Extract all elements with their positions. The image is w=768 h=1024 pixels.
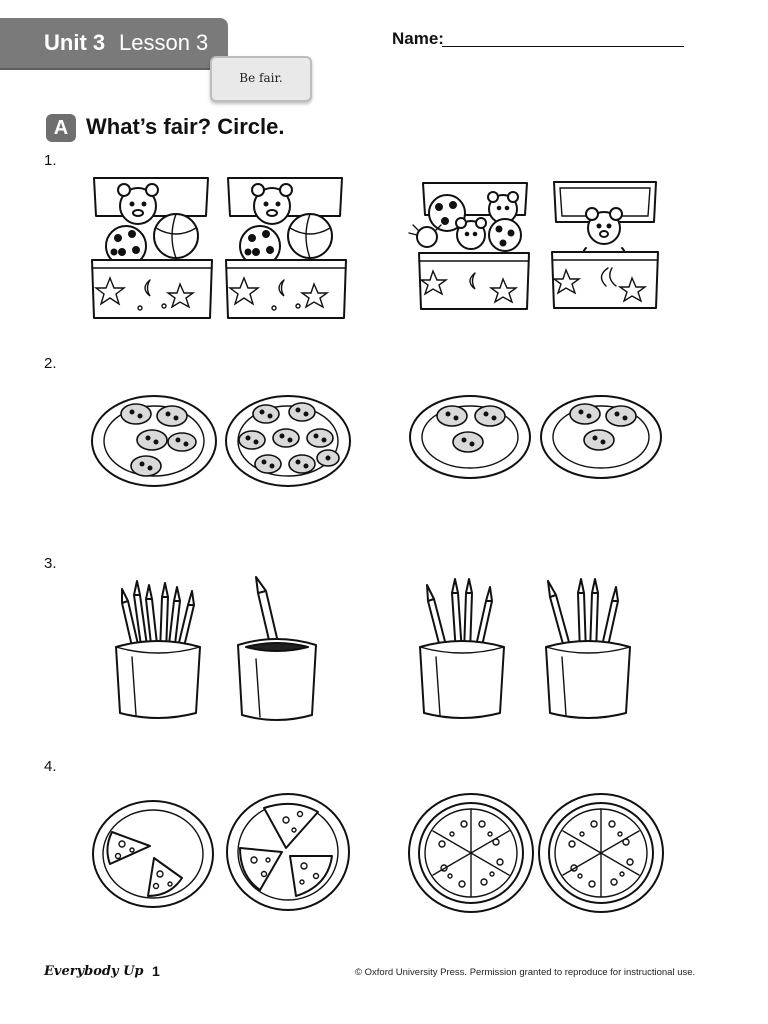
cookies (120, 403, 197, 477)
cookie-plate-icon[interactable] (88, 392, 220, 490)
book-title: Everybody Up (44, 964, 144, 979)
pizza-slices (106, 831, 183, 897)
toy-box-icon[interactable] (88, 168, 216, 323)
pizza-plate-icon[interactable] (536, 790, 666, 916)
cookie-plate-icon[interactable] (406, 392, 534, 482)
pencil-cup-icon[interactable] (232, 575, 322, 723)
name-write-line[interactable] (442, 46, 684, 47)
cookie-plate-icon[interactable] (537, 392, 665, 482)
toy-box-icon[interactable] (546, 176, 664, 314)
lesson-tag: Be fair. (210, 56, 312, 102)
question-number-3: 3. (44, 555, 57, 572)
pencils (426, 578, 493, 656)
question-number-2: 2. (44, 355, 57, 372)
cookies (436, 405, 506, 453)
pizza-slices (548, 802, 654, 904)
toy-box-icon[interactable] (222, 168, 350, 323)
section-badge: A (46, 114, 76, 142)
pencil-cup-icon[interactable] (412, 575, 512, 723)
pizza-plate-icon[interactable] (224, 790, 352, 914)
lesson-tag-text: Be fair. (239, 71, 283, 85)
lesson-label: Lesson 3 (119, 30, 209, 55)
unit-label: Unit 3 (44, 30, 106, 55)
pencils (121, 580, 195, 656)
book-level: 1 (152, 963, 160, 979)
question-number-4: 4. (44, 758, 57, 775)
unit-banner: Unit 3 Lesson 3 (0, 18, 228, 68)
question-number-1: 1. (44, 152, 57, 169)
pizza-slices (418, 802, 524, 904)
cookies (569, 403, 637, 451)
section-title: What’s fair? Circle. (86, 114, 285, 139)
toy-box-icon[interactable] (405, 175, 535, 315)
pizza-slices (239, 802, 333, 897)
copyright-notice: © Oxford University Press. Permission gr… (355, 967, 696, 978)
name-label: Name: (392, 29, 444, 48)
pencil-cup-icon[interactable] (108, 575, 208, 723)
pizza-plate-icon[interactable] (406, 790, 536, 916)
pencils (547, 578, 619, 656)
pencil-cup-icon[interactable] (538, 575, 638, 723)
pizza-plate-icon[interactable] (90, 798, 216, 910)
cookies (238, 402, 340, 474)
cookie-plate-icon[interactable] (222, 392, 354, 490)
